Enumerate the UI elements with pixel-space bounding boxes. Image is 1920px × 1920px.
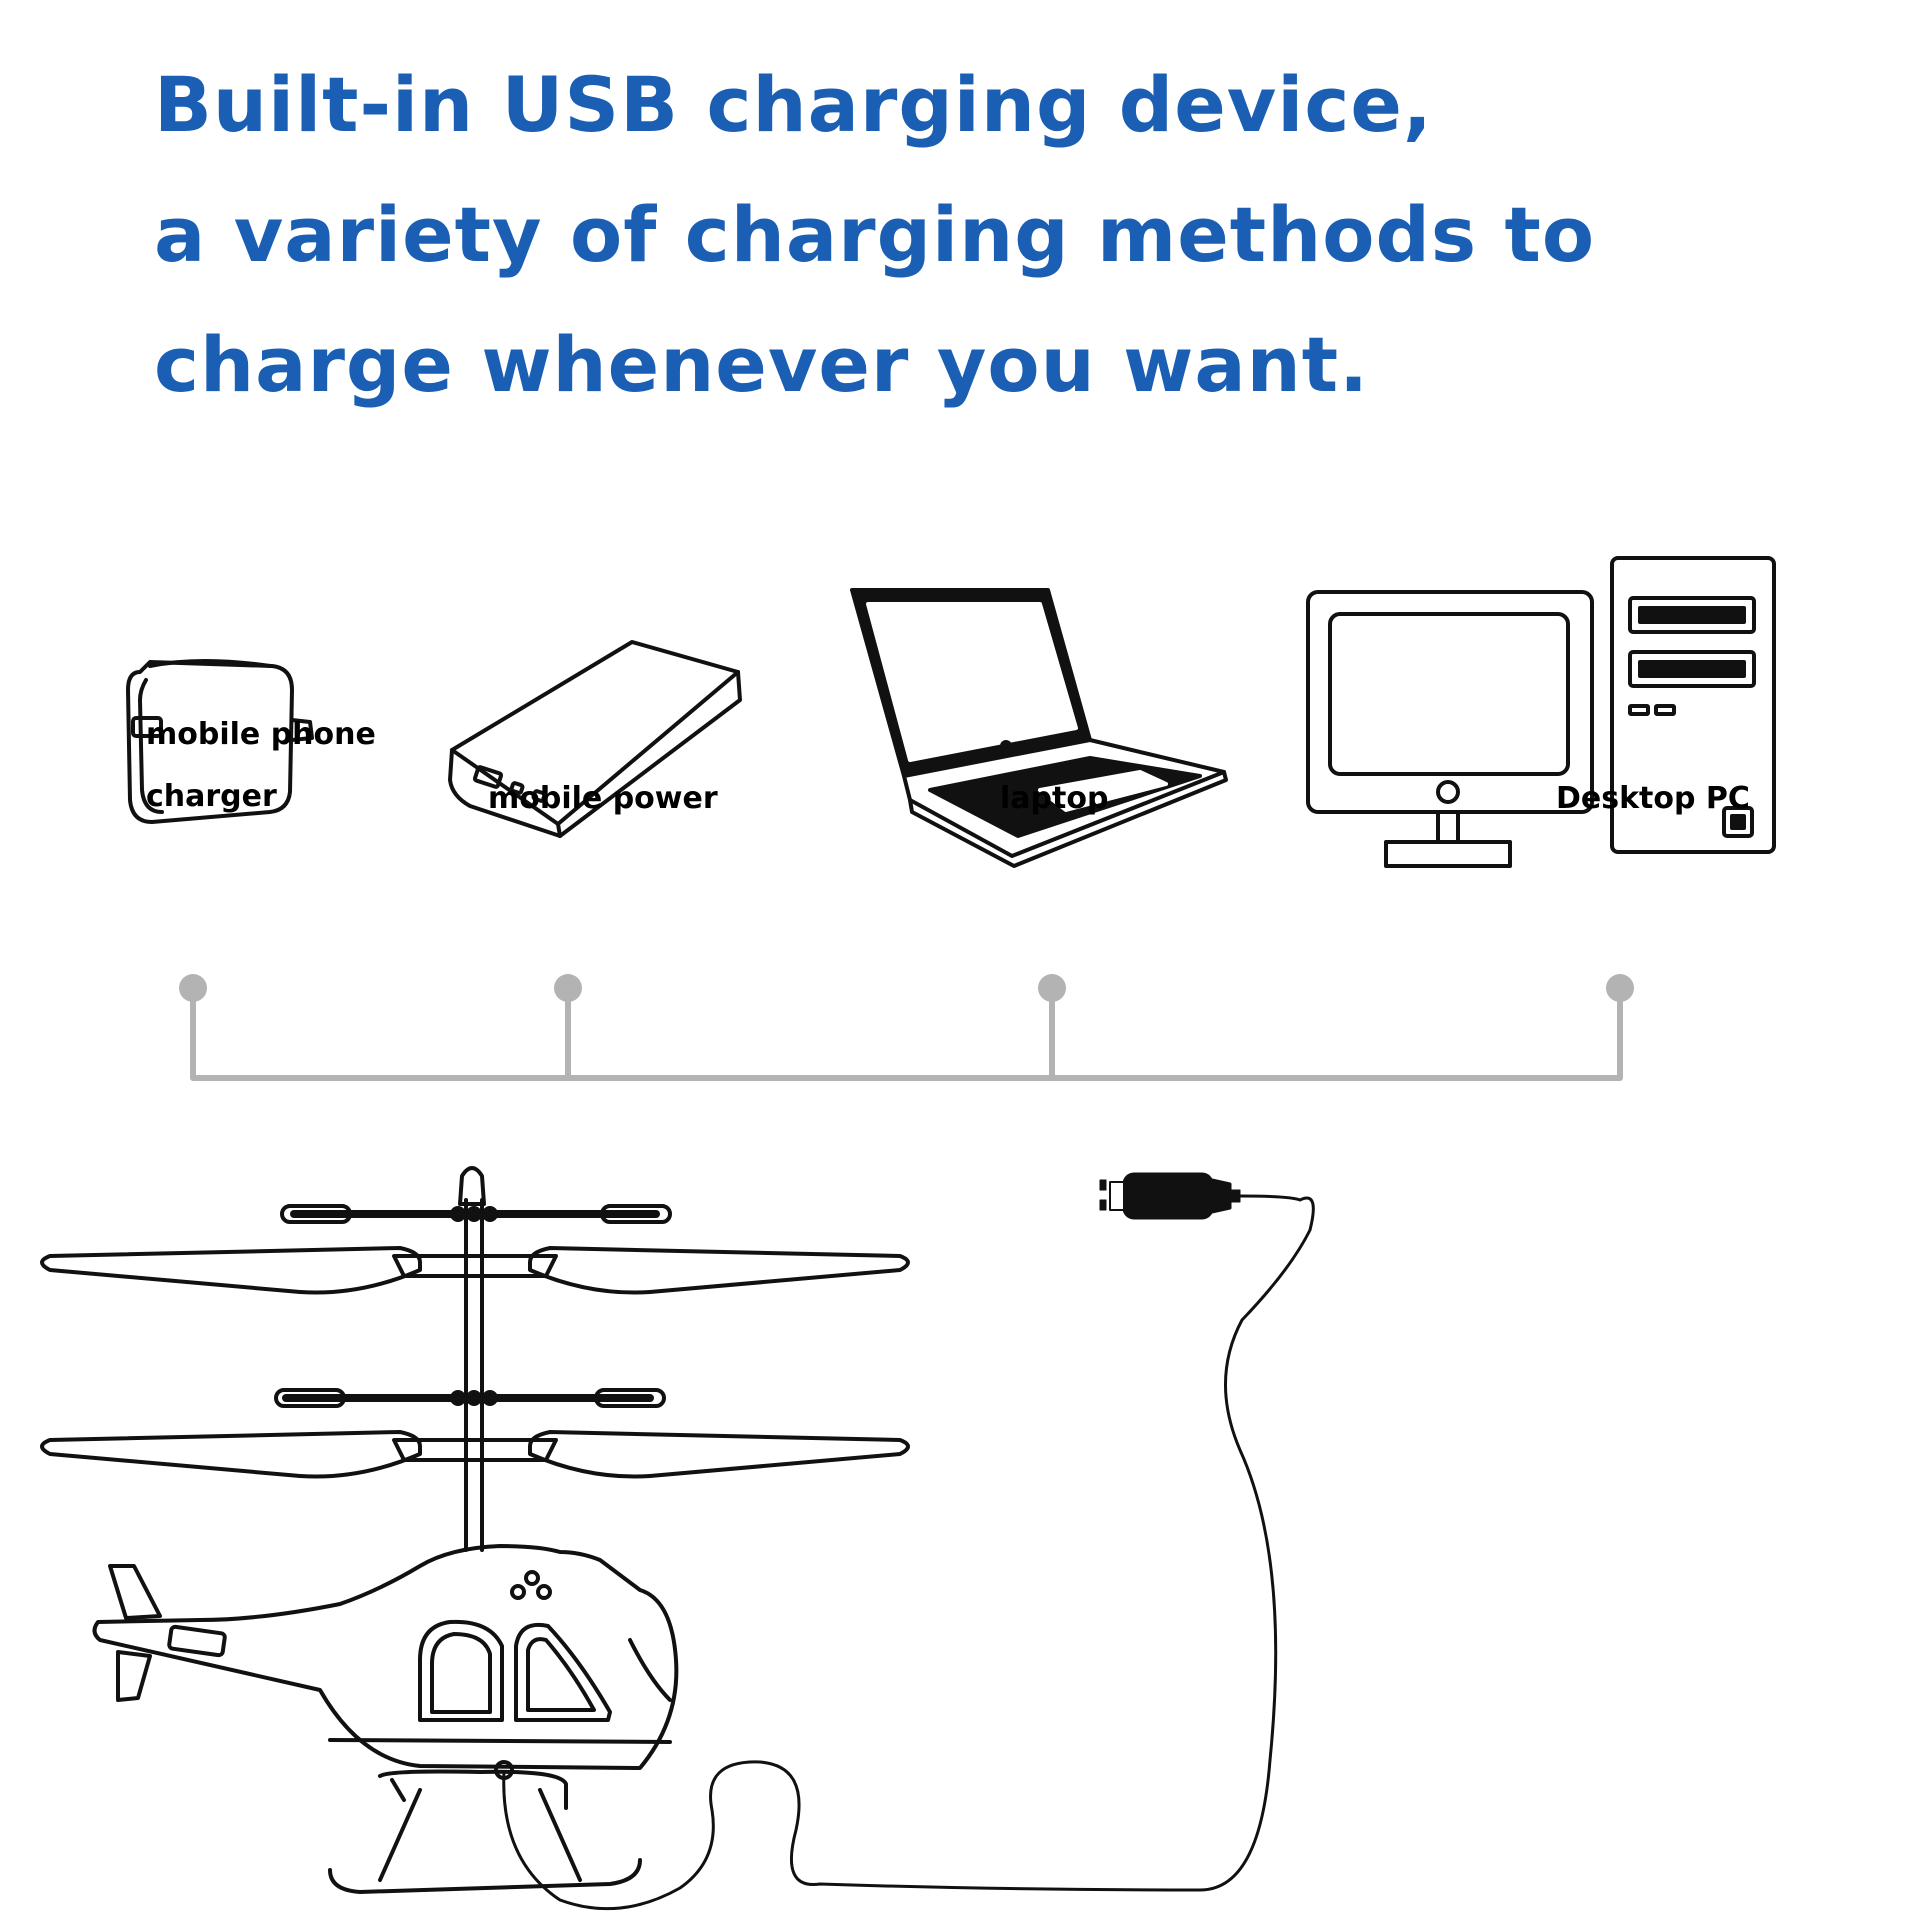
connector-lines [179,974,1634,1081]
usb-plug-icon [1099,1172,1241,1220]
desktop-pc-icon [1306,556,1776,868]
label-mobile-phone-charger-line-1: mobile phone [146,717,376,752]
label-mobile-phone-charger-line-2: charger [146,779,277,814]
label-mobile-power: mobile power [488,781,718,816]
headline-line-2: a variety of charging methods to [154,190,1596,279]
label-desktop-pc: Desktop PC [1556,781,1750,816]
power-bank-icon [448,640,742,838]
headline-line-1: Built-in USB charging device, [154,60,1433,149]
connector-dot-charger [179,974,207,1002]
laptop-icon [850,588,1228,868]
connector-dot-laptop [1038,974,1066,1002]
helicopter-icon [40,1166,910,1894]
connector-dot-powerbank [554,974,582,1002]
label-laptop: laptop [1000,781,1109,816]
headline: Built-in USB charging device, a variety … [154,40,1595,430]
usb-cable-icon [502,1194,1315,1911]
headline-line-3: charge whenever you want. [154,320,1369,409]
label-mobile-phone-charger: mobile phone charger [146,704,376,828]
connector-dot-desktop [1606,974,1634,1002]
wall-charger-icon [126,659,314,824]
